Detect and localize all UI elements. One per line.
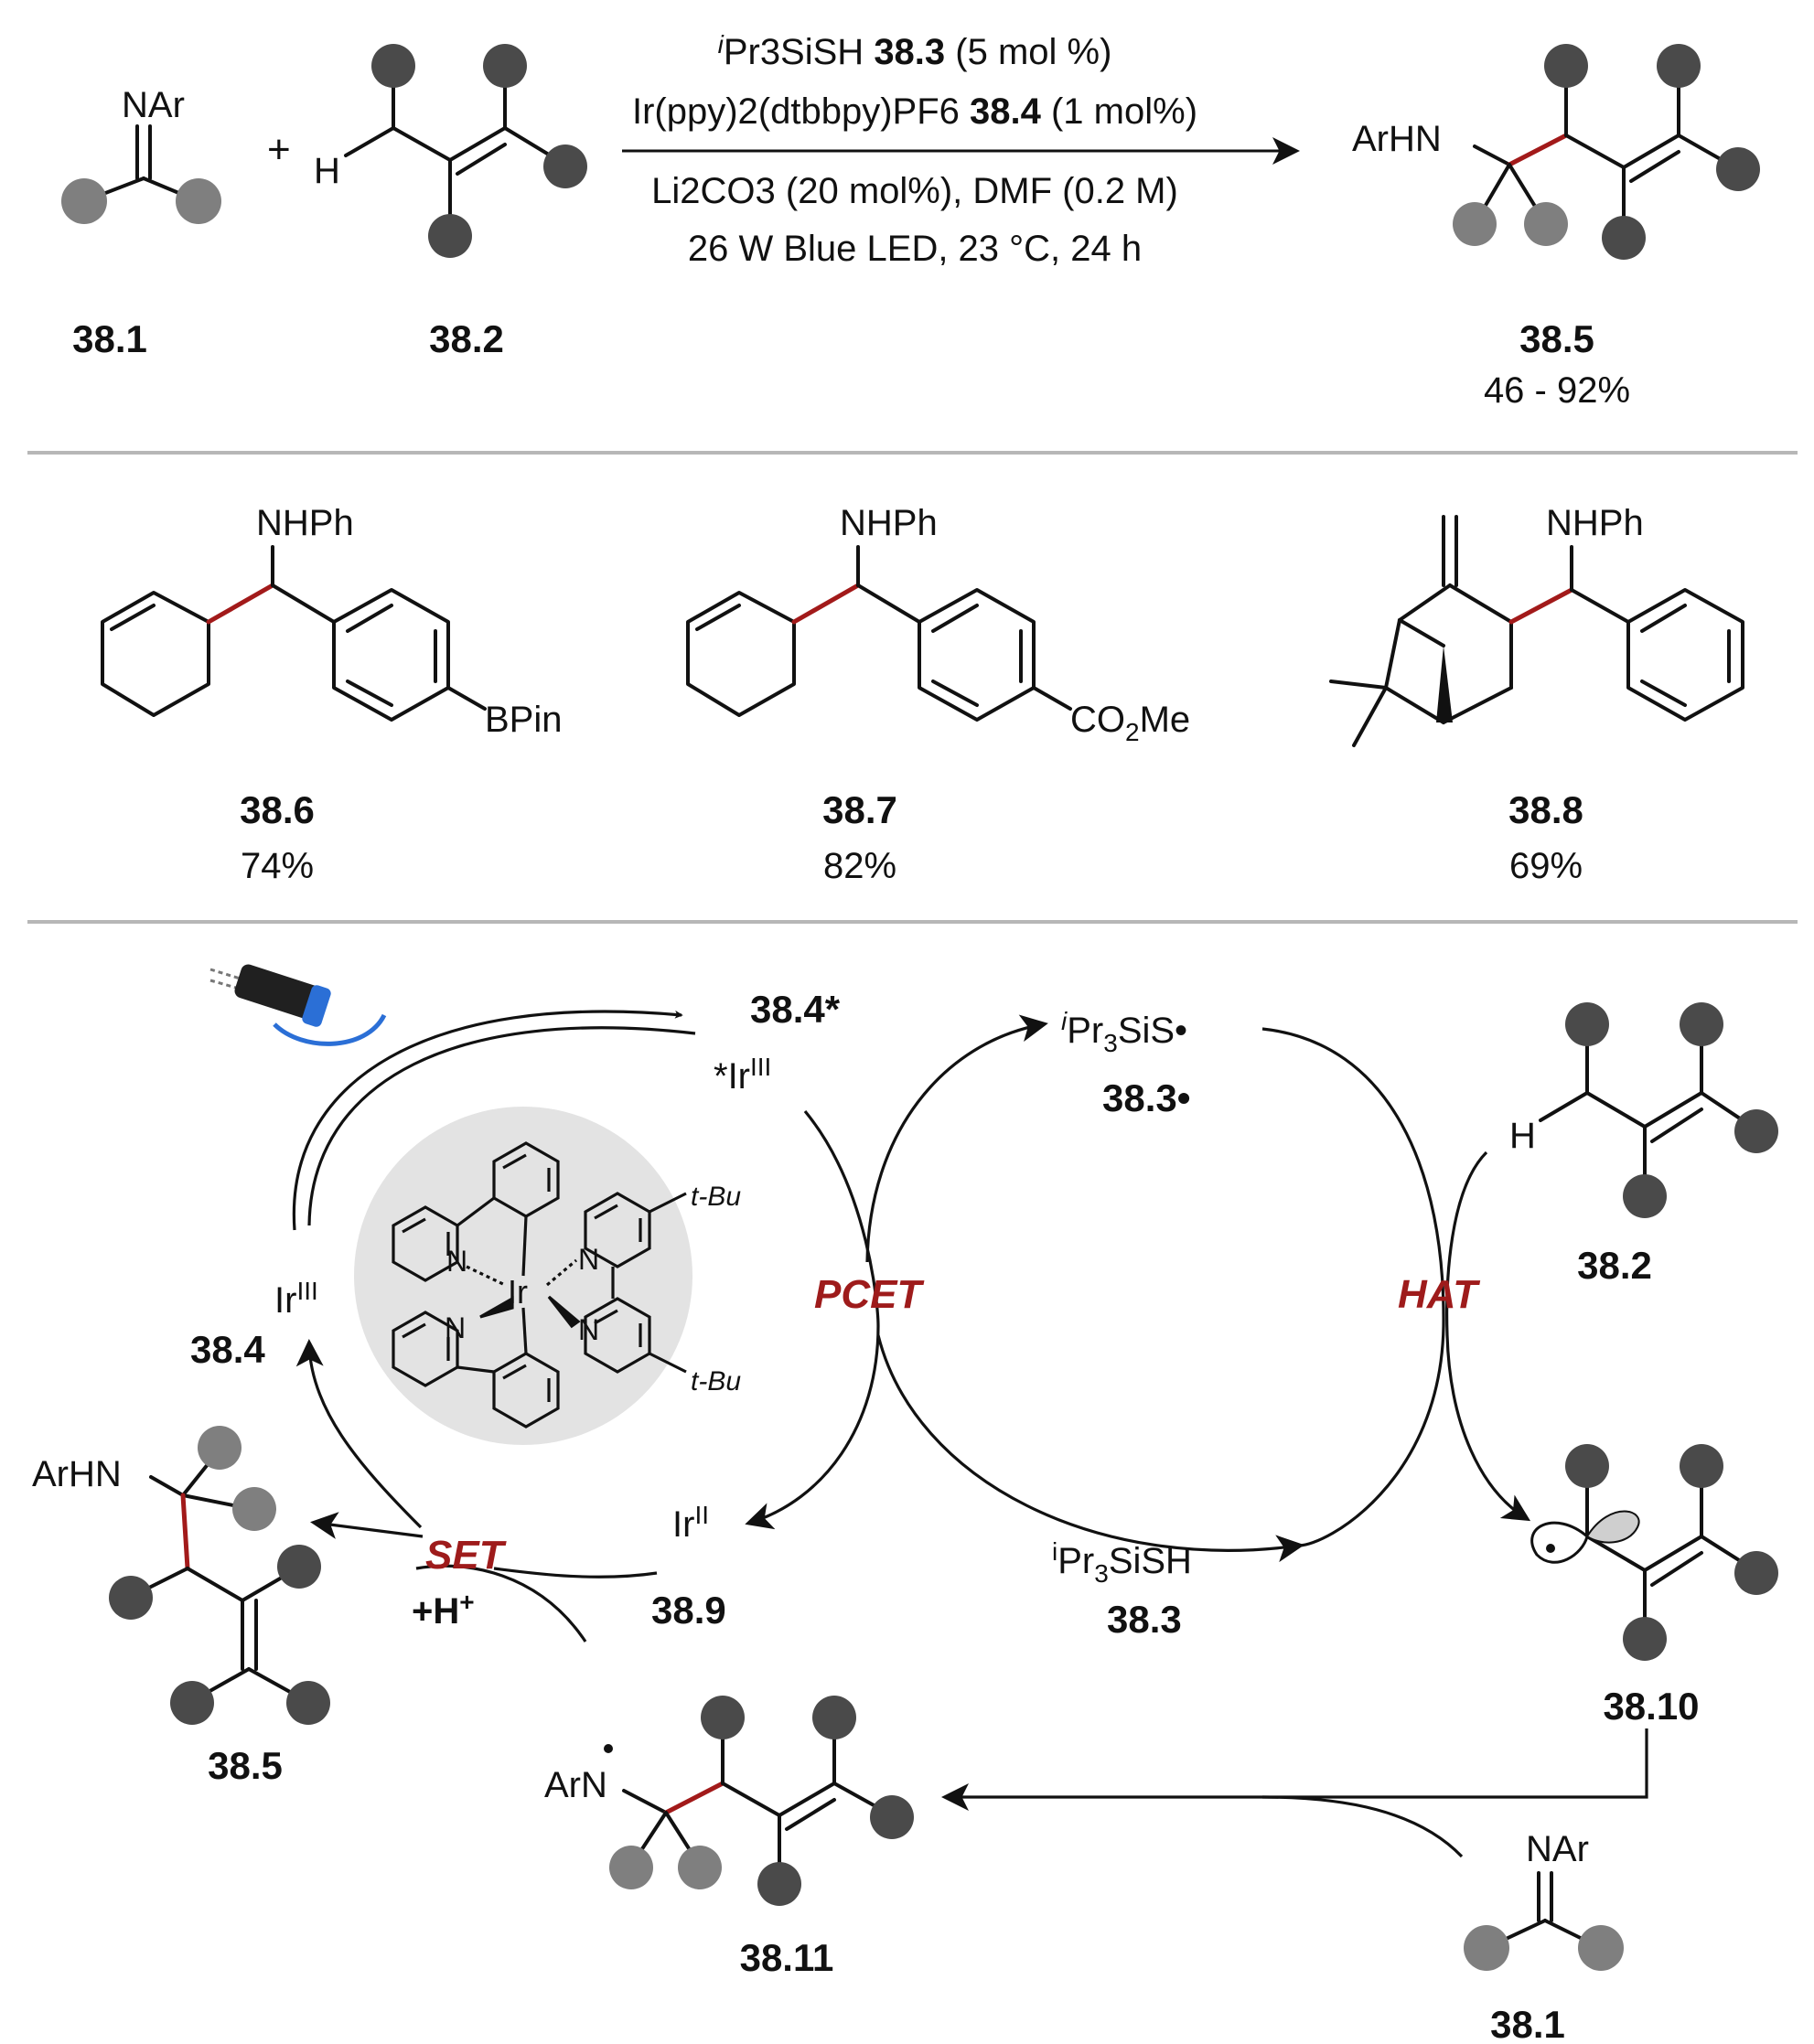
alkene-38-2-mechanism: H 38.2 (1509, 1002, 1778, 1287)
arhn-label: ArHN (1352, 119, 1442, 159)
pcet-to-irii-arrow (745, 1325, 880, 1530)
imine-label: NAr (1526, 1829, 1589, 1869)
proton-label: +H+ (412, 1588, 475, 1632)
yield: 69% (1509, 846, 1583, 886)
imine-38-1-mechanism: NAr 38.1 (1464, 1829, 1624, 2044)
imine-joining-arc (1261, 1795, 1464, 1858)
set-to-iriii-arrow (295, 1339, 423, 1529)
arn-label: ArN (544, 1765, 607, 1805)
compound-id: 38.6 (240, 788, 315, 831)
hat-lower-arc (1298, 1325, 1445, 1547)
plus-sign: + (267, 127, 291, 172)
radical-addition-arrow (941, 1728, 1648, 1811)
conditions-line-1: iPr3SiSH 38.3 (5 mol %) (718, 30, 1112, 72)
set-to-product-arrow (310, 1512, 424, 1539)
pcet-to-thiyl-arrow (865, 1014, 1048, 1263)
yield: 82% (823, 846, 896, 886)
yield-range: 46 - 92% (1484, 370, 1630, 411)
set-irii-arc (493, 1567, 658, 1578)
conditions-line-2: Ir(ppy)2(dtbbpy)PF6 38.4 (1 mol%) (632, 91, 1197, 132)
excited-catalyst-id: 38.4* (750, 988, 841, 1031)
n-atom: N (446, 1245, 467, 1278)
reduced-catalyst-label: IrII (672, 1501, 709, 1545)
tbu-label: t-Bu (691, 1366, 741, 1397)
compound-id: 38.5 (208, 1744, 283, 1787)
led-icon (209, 964, 387, 1046)
product-38-5-mechanism: ArHN 38.5 (32, 1426, 330, 1787)
conditions-line-4: 26 W Blue LED, 23 °C, 24 h (688, 229, 1142, 269)
example-38-7: NHPh CO2Me 38.7 82% (686, 503, 1190, 886)
product-38-5: ArHN 38.5 46 - 92% (1352, 44, 1760, 411)
n-atom: N (445, 1311, 466, 1344)
tbu-label: t-Bu (691, 1182, 741, 1212)
hat-label: HAT (1398, 1272, 1480, 1317)
substituent-light-dot (61, 178, 107, 224)
hat-right-arc (1261, 1027, 1445, 1327)
n-atom: N (578, 1313, 599, 1346)
example-38-6: NHPh BPin 38.6 74% (101, 503, 563, 886)
compound-id: 38.5 (1519, 317, 1594, 360)
amine-label: NHPh (256, 503, 354, 543)
compound-id: 38.10 (1603, 1685, 1699, 1728)
yield: 74% (241, 846, 314, 886)
ground-catalyst-id: 38.4 (190, 1328, 265, 1371)
compound-id: 38.7 (822, 788, 897, 831)
hat-to-radical-arrow (1445, 1150, 1531, 1522)
aminyl-radical-38-11: ArN 38.11 (544, 1696, 914, 1979)
compound-id: 38.2 (429, 317, 504, 360)
thiyl-radical-label: iPr3SiS• (1061, 1007, 1187, 1057)
set-label: SET (425, 1533, 507, 1578)
reactant-imine-38-1: NAr 38.1 (61, 85, 221, 360)
compound-id: 38.11 (740, 1936, 834, 1979)
compound-id: 38.8 (1508, 788, 1583, 831)
reduced-catalyst-id: 38.9 (651, 1589, 726, 1632)
n-atom: N (578, 1243, 599, 1276)
hat-to-thiol-arrow (876, 1334, 1304, 1563)
compound-id: 38.2 (1577, 1244, 1652, 1287)
example-38-8: NHPh 38.8 69% (1329, 503, 1744, 886)
amine-label: NHPh (840, 503, 938, 543)
conditions-line-3: Li2CO3 (20 mol%), DMF (0.2 M) (651, 171, 1178, 211)
h-label: H (314, 151, 340, 191)
amine-label: NHPh (1546, 503, 1644, 543)
substituent-label: BPin (485, 700, 563, 740)
excited-catalyst-label: *IrIII (714, 1053, 771, 1097)
pcet-label: PCET (814, 1272, 924, 1317)
substituent-label: CO2Me (1070, 700, 1190, 746)
set-upper-arc (415, 1564, 587, 1643)
thiyl-id: 38.3• (1102, 1076, 1190, 1119)
pcet-left-arc (803, 1109, 880, 1327)
excitation-arrow (292, 1010, 683, 1231)
compound-id: 38.1 (72, 317, 147, 360)
ground-catalyst-label: IrIII (274, 1277, 318, 1321)
reaction-conditions: iPr3SiSH 38.3 (5 mol %) Ir(ppy)2(dtbbpy)… (622, 30, 1300, 269)
compound-id: 38.1 (1490, 2003, 1565, 2044)
iridium-catalyst-structure: Ir N N N N t-Bu t-Bu (392, 1141, 741, 1429)
allyl-radical-38-10: 38.10 (1530, 1444, 1778, 1728)
imine-label: NAr (122, 85, 185, 125)
thiol-id: 38.3 (1107, 1598, 1182, 1641)
reactant-alkene-38-2: H 38.2 (314, 44, 587, 360)
excitation-return-arc (307, 1026, 696, 1226)
arhn-label: ArHN (32, 1454, 122, 1494)
thiol-label: iPr3SiSH (1052, 1537, 1192, 1588)
h-label: H (1509, 1116, 1536, 1156)
substituent-light-dot (176, 178, 221, 224)
